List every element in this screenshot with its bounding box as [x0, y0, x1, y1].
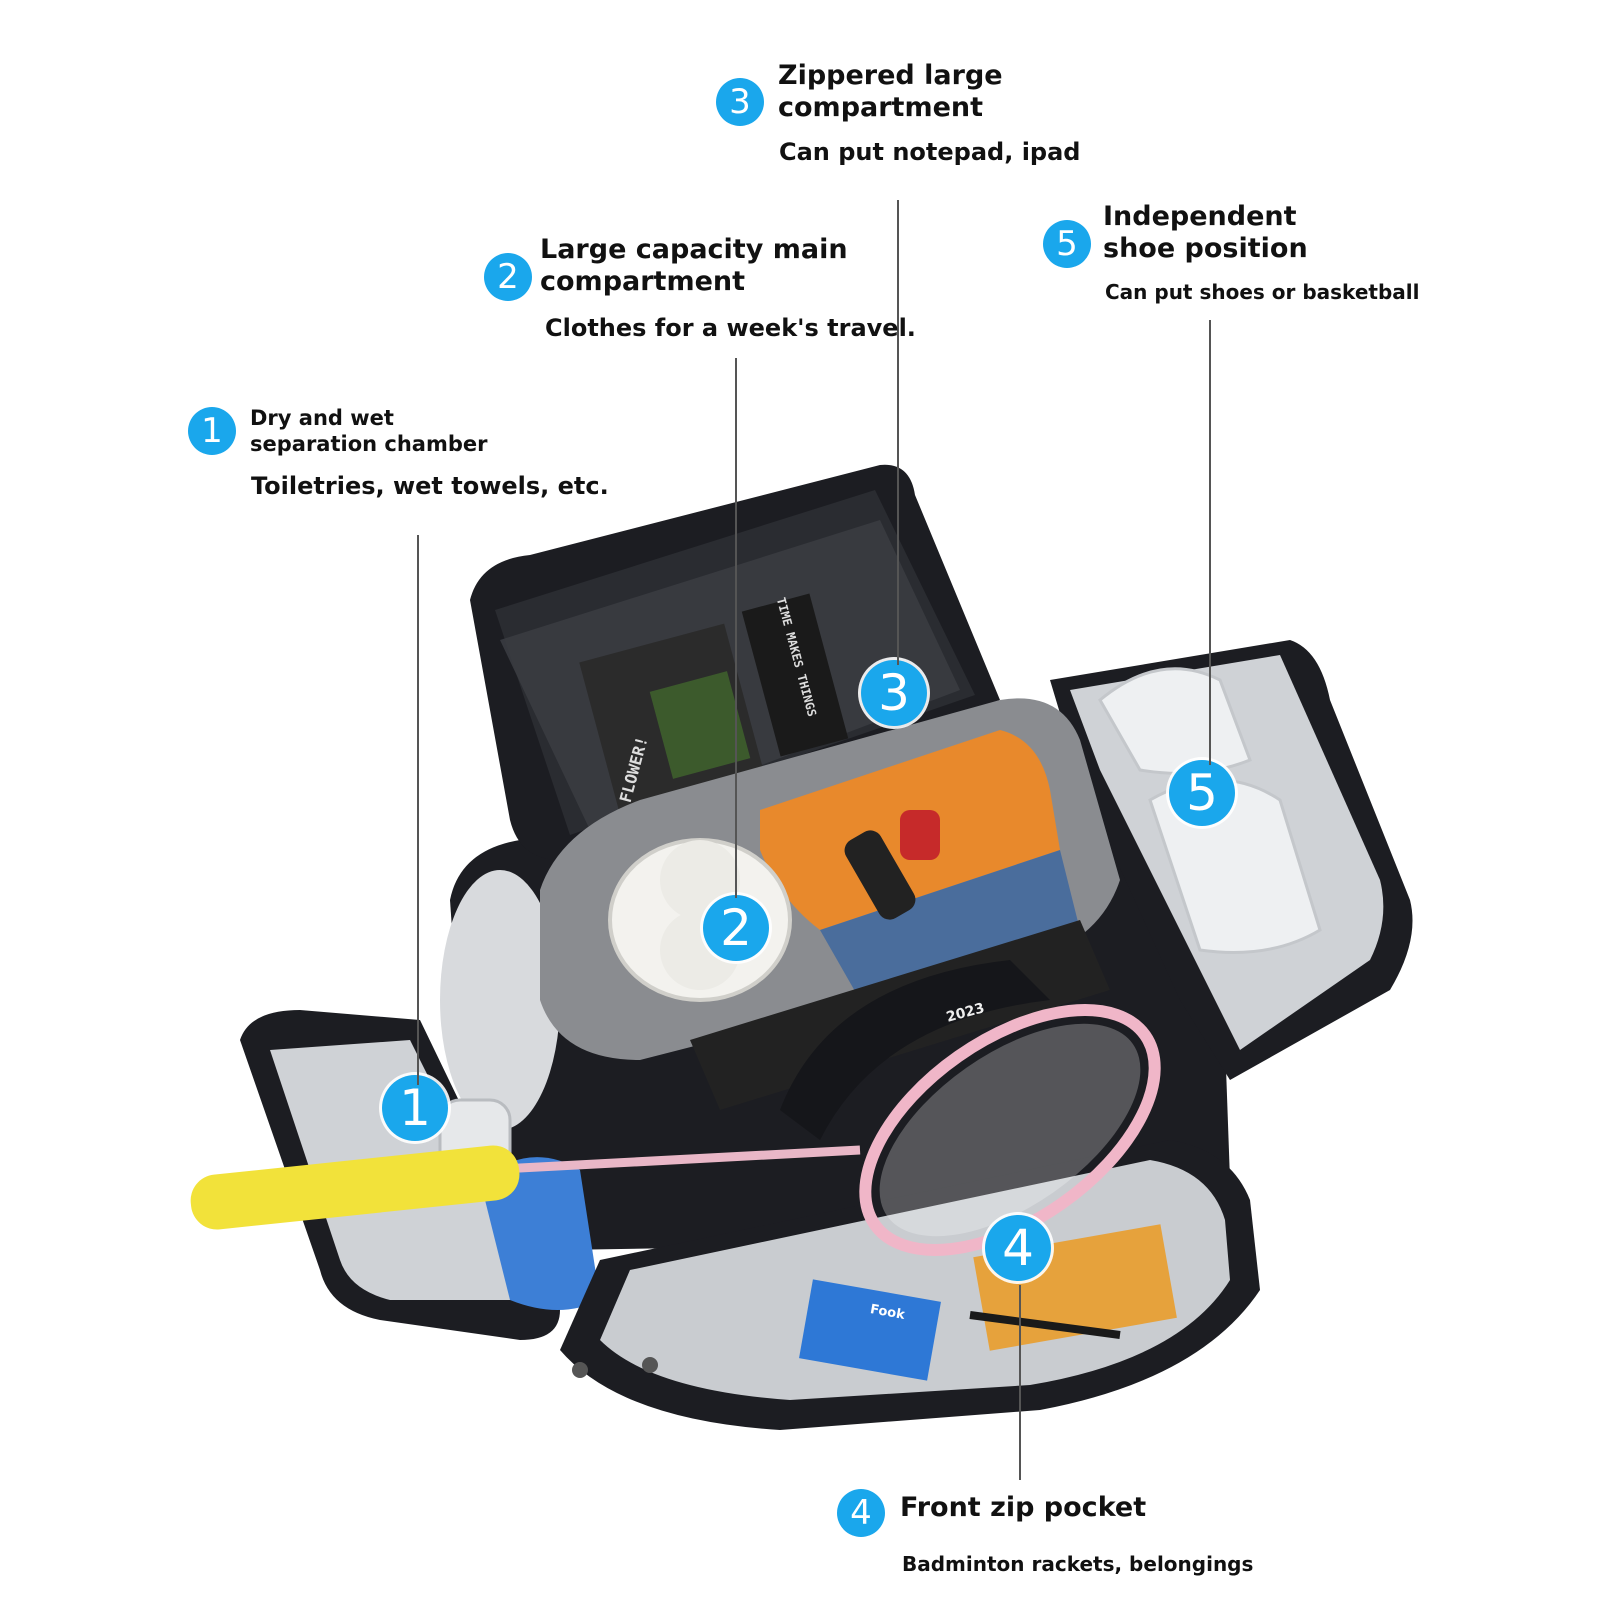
- callout-2-title-line1: Large capacity main: [540, 234, 848, 265]
- shoe-1: [1098, 667, 1252, 775]
- callout-4-subtitle: Badminton rackets, belongings: [902, 1552, 1254, 1576]
- jeans: [820, 850, 1080, 1000]
- carry-handle: [780, 960, 1050, 1140]
- book-time: [741, 593, 849, 757]
- callout-4-badge: 4: [837, 1489, 885, 1537]
- photo-marker-2: 2: [703, 895, 769, 961]
- callout-3-subtitle: Can put notepad, ipad: [779, 138, 1081, 166]
- racket-head: [859, 1004, 1161, 1256]
- car-key: [844, 830, 916, 920]
- callout-5-subtitle: Can put shoes or basketball: [1105, 280, 1420, 304]
- callout-2-subtitle: Clothes for a week's travel.: [545, 314, 916, 342]
- leader-line-5: [1209, 320, 1211, 765]
- leader-line-1: [417, 535, 419, 1085]
- bag-left-end: [440, 870, 560, 1130]
- photo-marker-5: 5: [1169, 760, 1235, 826]
- callout-1-badge: 1: [188, 407, 236, 455]
- callout-5-title-line1: Independent: [1103, 201, 1297, 232]
- callout-3-title-line2: compartment: [778, 92, 984, 123]
- callout-3-badge: 3: [716, 78, 764, 126]
- callout-1-subtitle: Toiletries, wet towels, etc.: [251, 472, 609, 500]
- callout-1-title-line2: separation chamber: [250, 432, 488, 456]
- leader-line-3: [897, 200, 899, 665]
- callout-4-title: Front zip pocket: [900, 1492, 1147, 1523]
- callout-2-title-line2: compartment: [540, 266, 746, 297]
- blue-towel: [480, 1157, 600, 1310]
- leader-line-2: [735, 358, 737, 898]
- pen: [969, 1311, 1121, 1339]
- photo-marker-1: 1: [382, 1075, 448, 1141]
- callout-2-badge: 2: [484, 253, 532, 301]
- callout-3-title-line1: Zippered large: [778, 60, 1003, 91]
- photo-marker-4: 4: [985, 1215, 1051, 1281]
- tissue-pack: [799, 1279, 941, 1381]
- callout-1-title-line1: Dry and wet: [250, 406, 394, 430]
- leader-line-4: [1019, 1285, 1021, 1480]
- photo-marker-3: 3: [861, 660, 927, 726]
- callout-5-badge: 5: [1043, 220, 1091, 268]
- racket-grip: [190, 1145, 520, 1230]
- callout-5-title-line2: shoe position: [1103, 233, 1308, 264]
